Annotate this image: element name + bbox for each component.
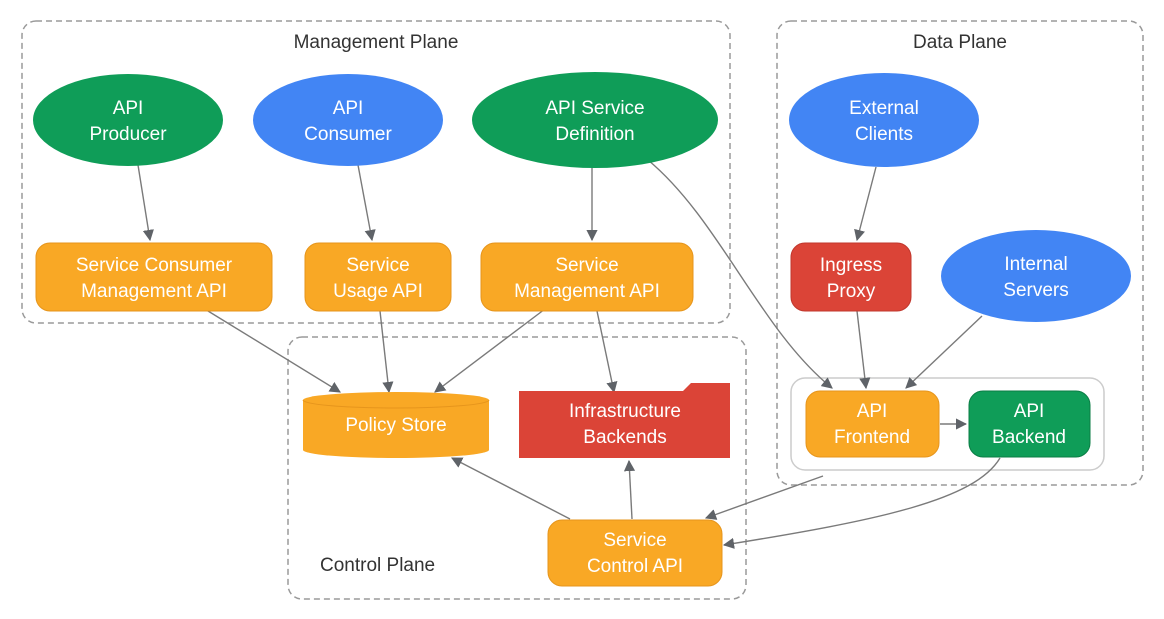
service-consumer-management-api-label-line2: Management API [81, 281, 227, 302]
external-clients-node: External Clients [789, 73, 979, 167]
api-backend-node: API Backend [968, 390, 1091, 458]
edge-ingress-to-frontend [856, 310, 871, 390]
api-producer-label-line2: Producer [89, 124, 167, 145]
api-service-definition-node: API Service Definition [472, 72, 718, 168]
management-plane-box [21, 20, 731, 324]
internal-servers-label-line1: Internal [1004, 254, 1067, 275]
ingress-proxy-label-line2: Proxy [827, 281, 876, 302]
policy-store-cylinder-icon [303, 392, 489, 458]
data-plane-title: Data Plane [913, 32, 1007, 53]
service-management-api-node: Service Management API [480, 242, 694, 312]
edge-consumer-mgmt-to-policy [207, 310, 341, 393]
policy-store-label: Policy Store [345, 415, 446, 436]
ingress-proxy-label-line1: Ingress [820, 255, 882, 276]
edge-internal-to-frontend [905, 315, 983, 389]
service-consumer-management-api-node: Service Consumer Management API [35, 242, 273, 312]
api-consumer-label-line1: API [333, 98, 364, 119]
api-consumer-label-line2: Consumer [304, 124, 392, 145]
edge-control-to-infra [623, 459, 636, 520]
api-frontend-label-line2: Frontend [834, 427, 910, 448]
infrastructure-backends-node: Infrastructure Backends [519, 383, 730, 458]
control-plane-title: Control Plane [320, 555, 435, 576]
control-plane-box [287, 336, 747, 600]
service-management-api-label-line2: Management API [514, 281, 660, 302]
edge-usage-to-policy [379, 310, 394, 394]
edge-external-to-ingress [854, 166, 877, 242]
external-clients-label-line1: External [849, 98, 919, 119]
service-usage-api-label-line2: Usage API [333, 281, 423, 302]
api-backend-label-line2: Backend [992, 427, 1066, 448]
api-serving-group [790, 377, 1105, 471]
edge-consumer-to-usage [357, 164, 376, 242]
infrastructure-backends-label-line1: Infrastructure [569, 401, 681, 422]
infrastructure-backends-label-line2: Backends [583, 427, 666, 448]
api-frontend-node: API Frontend [805, 390, 940, 458]
service-control-api-label-line2: Control API [587, 556, 683, 577]
internal-servers-label-line2: Servers [1003, 280, 1068, 301]
infrastructure-backends-folder-icon [519, 383, 730, 458]
api-service-definition-label-line1: API Service [545, 98, 644, 119]
edge-control-to-policy [451, 457, 571, 520]
api-consumer-node: API Consumer [253, 74, 443, 166]
service-usage-api-node: Service Usage API [304, 242, 452, 312]
policy-store-node: Policy Store [302, 392, 490, 458]
edge-backend-to-control [722, 457, 1001, 549]
management-plane-title: Management Plane [294, 32, 459, 53]
edge-definition-to-frontend [647, 159, 833, 389]
ingress-proxy-node: Ingress Proxy [790, 242, 912, 312]
service-control-api-node: Service Control API [547, 519, 723, 587]
internal-servers-node: Internal Servers [941, 230, 1131, 322]
data-plane-box [776, 20, 1144, 486]
api-producer-label-line1: API [113, 98, 144, 119]
service-consumer-management-api-label-line1: Service Consumer [76, 255, 233, 276]
service-control-api-label-line1: Service [603, 530, 666, 551]
edge-producer-to-consumer-mgmt [137, 164, 154, 242]
api-frontend-label-line1: API [857, 401, 888, 422]
api-backend-label-line1: API [1014, 401, 1045, 422]
api-service-definition-label-line2: Definition [555, 124, 634, 145]
external-clients-label-line2: Clients [855, 124, 913, 145]
edge-service-mgmt-to-infra [596, 310, 618, 394]
api-producer-node: API Producer [33, 74, 223, 166]
service-management-api-label-line1: Service [555, 255, 618, 276]
service-usage-api-label-line1: Service [346, 255, 409, 276]
edges [137, 159, 1001, 549]
edge-frontend-to-control [704, 475, 824, 520]
edge-service-mgmt-to-policy [434, 308, 546, 393]
